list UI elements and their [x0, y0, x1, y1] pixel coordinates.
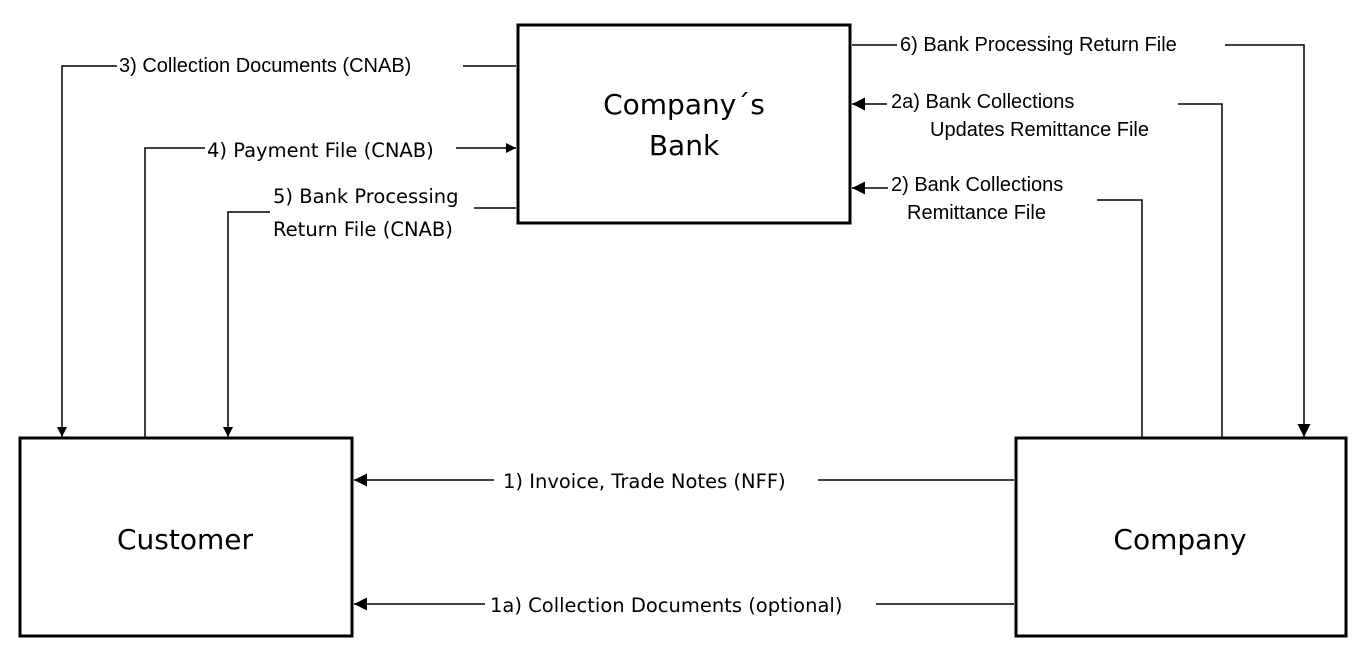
edge-2-bank-collections-remittance: 2) Bank Collections Remittance File: [852, 174, 1143, 437]
edge-5-label-line1: 5) Bank Processing: [273, 185, 459, 208]
edge-5-bank-processing-return-file: 5) Bank Processing Return File (CNAB): [223, 185, 516, 437]
node-customer: Customer: [18, 436, 354, 638]
edge-2-label-line2: Remittance File: [907, 202, 1046, 224]
edge-4-payment-file-cnab: 4) Payment File (CNAB): [144, 139, 516, 437]
edge-1-label: 1) Invoice, Trade Notes (NFF): [503, 470, 786, 493]
edge-4-line-start: [144, 147, 205, 437]
edge-1a-label: 1a) Collection Documents (optional): [490, 594, 842, 617]
customer-label: Customer: [117, 523, 253, 556]
edge-1-invoice-trade-notes: 1) Invoice, Trade Notes (NFF): [354, 470, 1014, 493]
edge-2-label-line1: 2) Bank Collections: [891, 174, 1063, 196]
company-label: Company: [1113, 523, 1246, 556]
companys-bank-label-line2: Bank: [649, 129, 720, 162]
edge-6-arrow: [1225, 44, 1311, 437]
edge-6-label: 6) Bank Processing Return File: [900, 34, 1177, 56]
edge-3-arrow: [57, 65, 117, 437]
companys-bank-label-line1: Company´s: [603, 88, 765, 121]
edge-3-collection-documents-cnab: 3) Collection Documents (CNAB): [57, 55, 516, 437]
edge-1a-collection-documents-optional: 1a) Collection Documents (optional): [354, 594, 1014, 617]
edge-4-label: 4) Payment File (CNAB): [207, 139, 434, 162]
edge-5-label-line2: Return File (CNAB): [273, 218, 453, 241]
edge-3-label: 3) Collection Documents (CNAB): [119, 55, 411, 77]
node-companys-bank: Company´s Bank: [516, 23, 852, 225]
edge-2a-line-start: [1178, 103, 1223, 437]
edge-2a-label-line1: 2a) Bank Collections: [891, 91, 1074, 113]
edge-2-line-start: [1097, 199, 1143, 437]
edge-5-arrow: [223, 211, 270, 437]
edge-6-bank-processing-return-file: 6) Bank Processing Return File: [852, 34, 1311, 437]
edge-2a-bank-collections-updates: 2a) Bank Collections Updates Remittance …: [852, 91, 1223, 437]
node-company: Company: [1014, 436, 1348, 638]
edge-2a-label-line2: Updates Remittance File: [930, 119, 1149, 141]
